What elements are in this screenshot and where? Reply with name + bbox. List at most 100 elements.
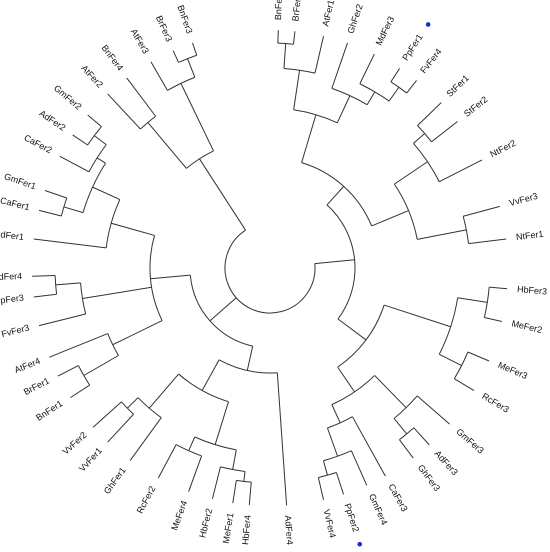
leaf-label: FvFer4	[418, 47, 443, 76]
leaf-label: StFer2	[462, 94, 489, 119]
internal-branch	[384, 305, 451, 327]
internal-branch	[315, 260, 355, 264]
leaf-label: StFer1	[444, 73, 470, 99]
clade-arc	[225, 230, 315, 313]
internal-branch	[247, 346, 252, 370]
internal-branch	[244, 471, 245, 481]
internal-branch	[84, 356, 119, 376]
internal-branch	[327, 428, 337, 456]
leaf-branch	[173, 51, 178, 63]
clade-arc	[391, 82, 407, 93]
leaf-label: RcFer3	[480, 391, 510, 415]
leaf-label: NtFer1	[515, 229, 544, 242]
internal-branch	[111, 223, 154, 235]
leaf-label: HbFer4	[240, 515, 253, 546]
internal-branch	[338, 367, 355, 392]
leaf-label: AtFer2	[79, 63, 105, 90]
leaf-branch	[399, 440, 413, 458]
internal-branch	[149, 374, 178, 408]
leaf-label: MdFer3	[374, 15, 397, 47]
leaf-label: PpFer1	[400, 32, 424, 62]
leaf-branch	[352, 417, 385, 476]
leaf-branch	[60, 156, 89, 171]
internal-branch	[210, 298, 236, 321]
internal-branch	[202, 360, 219, 391]
leaf-label: VvFer1	[77, 446, 104, 474]
leaf-branch	[39, 314, 86, 326]
leaf-branch	[484, 317, 502, 321]
leaf-branch	[417, 103, 441, 126]
leaf-branch	[249, 482, 251, 505]
leaf-branch	[454, 379, 474, 391]
clade-arc	[108, 334, 119, 356]
internal-branch	[97, 158, 105, 163]
leaf-label: AdFer3	[433, 449, 460, 478]
leaf-branch	[351, 451, 366, 486]
leaf-branch	[417, 396, 449, 424]
leaf-branch	[108, 414, 134, 442]
leaf-branch	[432, 121, 458, 141]
leaf-label: CaFer1	[0, 195, 31, 212]
leaf-branch	[88, 115, 102, 127]
leaf-branch	[127, 78, 156, 116]
leaf-label: AtFer1	[320, 0, 336, 27]
internal-branch	[294, 70, 300, 110]
leaf-branch	[315, 36, 324, 73]
leaf-label: MeFer2	[511, 318, 543, 335]
internal-branch	[113, 321, 162, 345]
leaf-branch	[233, 480, 237, 503]
leaf-label: VvFer3	[508, 191, 539, 208]
leaf-branch	[70, 385, 89, 398]
leaf-label: BrFer3	[154, 14, 174, 43]
internal-branch	[148, 122, 187, 168]
internal-branch	[323, 461, 327, 475]
clade-arc	[140, 116, 155, 129]
tree-branches	[32, 30, 507, 505]
leaf-branch	[93, 402, 121, 427]
leaf-branch	[407, 80, 417, 93]
leaf-branch	[130, 418, 161, 461]
internal-branch	[64, 207, 83, 213]
leaf-label: CaFer2	[22, 133, 53, 156]
leaf-label: GmFer3	[454, 426, 485, 455]
leaf-branch	[193, 43, 197, 55]
leaf-label: GmFer1	[3, 171, 37, 191]
highlight-marker	[426, 22, 431, 27]
leaf-label: HbFer3	[517, 284, 548, 297]
leaf-label: AtFer4	[13, 356, 42, 375]
internal-branch	[188, 59, 195, 78]
leaf-branch	[277, 373, 286, 506]
leaf-branch	[468, 352, 489, 361]
leaf-branch	[294, 31, 295, 44]
internal-branch	[302, 115, 316, 163]
internal-branch	[127, 398, 138, 409]
leaf-label: MeFer3	[497, 360, 529, 381]
internal-branch	[413, 134, 424, 144]
leaf-label: FvFer3	[0, 323, 30, 340]
leaf-label: AdFer4	[283, 515, 295, 545]
leaf-branch	[158, 445, 176, 479]
leaf-branch	[391, 68, 400, 81]
leaf-branch	[108, 94, 141, 129]
leaf-branch	[463, 206, 500, 216]
internal-branch	[394, 418, 407, 433]
leaf-label: BnFer3	[176, 4, 195, 35]
leaf-branch	[212, 467, 220, 499]
clade-arc	[178, 55, 196, 62]
internal-branch	[56, 283, 81, 285]
internal-branch	[199, 159, 245, 230]
leaf-branch	[439, 160, 482, 182]
leaf-label: VvFer2	[60, 430, 88, 457]
leaf-branch	[189, 456, 202, 492]
internal-branch	[94, 136, 106, 145]
leaf-label: MdFer4	[0, 271, 22, 282]
leaf-branch	[34, 239, 106, 248]
internal-branch	[337, 96, 350, 123]
leaf-label: PpFer2	[342, 502, 361, 533]
leaf-label: MeFer1	[221, 512, 236, 544]
clade-arc	[88, 127, 102, 145]
internal-branch	[375, 375, 406, 407]
internal-branch	[439, 354, 461, 365]
leaf-label: AdFer2	[37, 108, 67, 133]
